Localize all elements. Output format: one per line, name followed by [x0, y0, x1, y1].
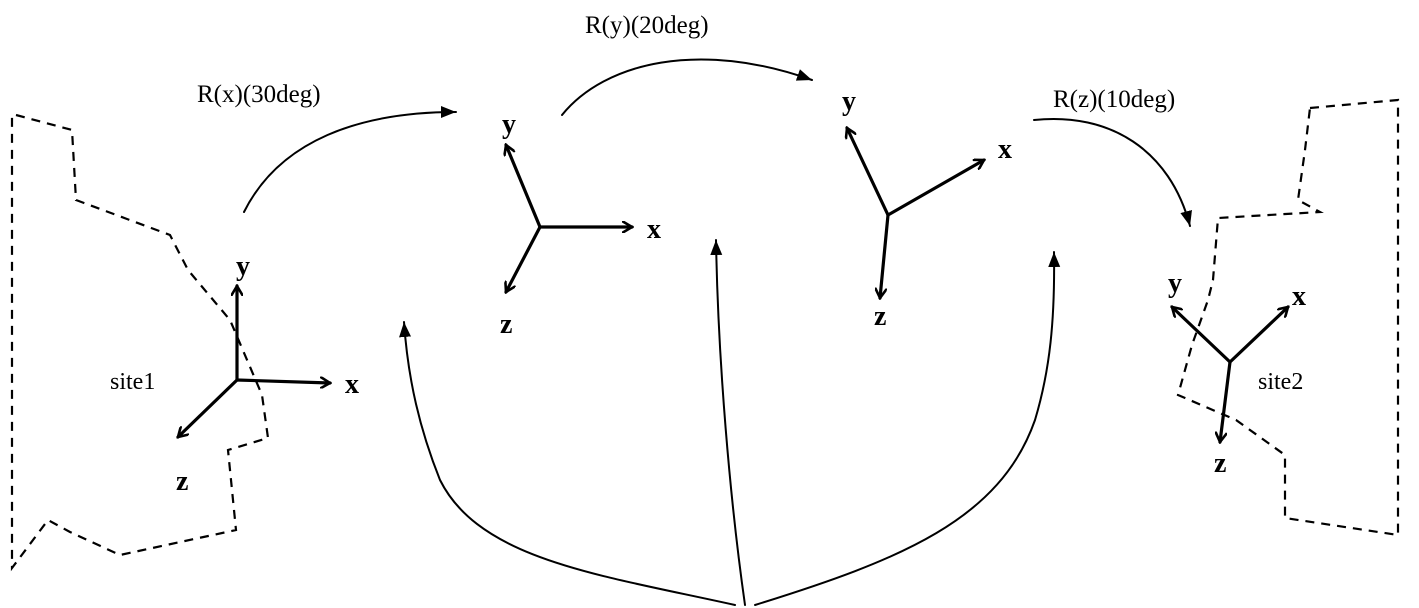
frame3: y x z	[842, 86, 1012, 332]
site2-y-label: y	[1168, 268, 1182, 299]
site1-outline	[10, 113, 270, 572]
frame2: y x z	[500, 109, 661, 340]
frame3-z-axis	[880, 213, 890, 298]
rotation-arc-x	[243, 106, 457, 213]
site2-label: site2	[1258, 369, 1303, 395]
site2-x-axis	[1228, 307, 1288, 364]
site2-outline	[1176, 98, 1400, 537]
site2-z-label: z	[1214, 448, 1226, 479]
rotation-label-y: R(y)(20deg)	[585, 12, 709, 39]
rotation-arc-z	[1033, 118, 1192, 227]
site1-x-axis	[235, 380, 330, 383]
site1-x-label: x	[345, 369, 359, 400]
site1-z-label: z	[176, 466, 188, 497]
frame2-y-label: y	[502, 109, 516, 140]
site2-z-axis	[1220, 360, 1232, 442]
converge-arrow-right	[754, 251, 1061, 606]
frame3-y-label: y	[842, 86, 856, 117]
site1-z-axis	[178, 378, 239, 437]
site2-frame: y x z	[1168, 268, 1306, 479]
site1-frame: y x z	[176, 251, 359, 497]
frame3-x-axis	[886, 158, 984, 217]
rotation-label-z: R(z)(10deg)	[1053, 86, 1175, 113]
converge-arrow-middle	[710, 239, 746, 606]
site2-y-axis	[1172, 307, 1232, 364]
frame2-y-axis	[506, 145, 542, 229]
frame3-z-label: z	[874, 301, 886, 332]
rotation-label-x: R(x)(30deg)	[197, 81, 321, 108]
site1-label: site1	[110, 369, 155, 395]
rotation-arc-y	[561, 58, 813, 116]
frame2-z-axis	[506, 225, 542, 292]
frame3-y-axis	[847, 128, 890, 217]
frame3-x-label: x	[998, 134, 1012, 165]
site2-x-label: x	[1292, 281, 1306, 312]
frame2-z-label: z	[500, 309, 512, 340]
site1-y-label: y	[236, 251, 250, 282]
frame2-x-label: x	[647, 214, 661, 245]
converge-arrow-left	[399, 321, 736, 606]
